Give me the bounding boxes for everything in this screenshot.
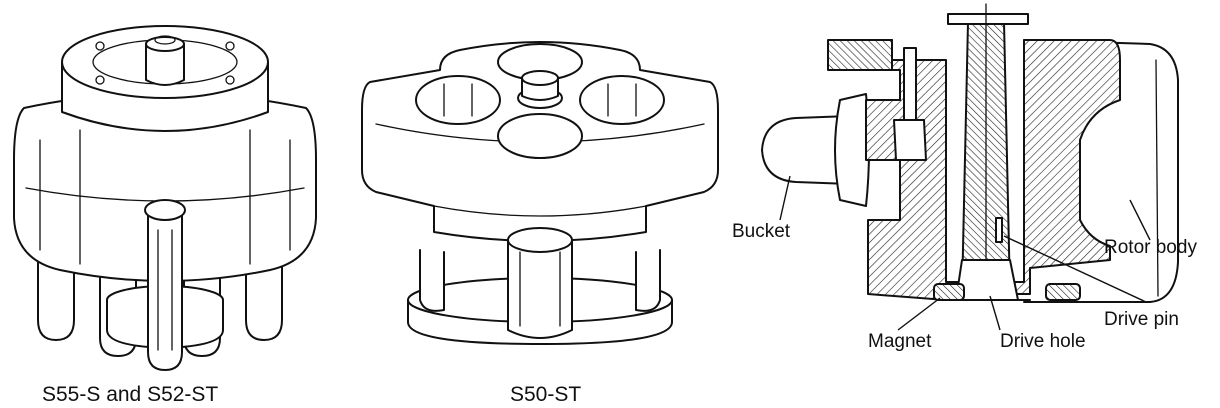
drive-pin-leader	[1003, 235, 1147, 303]
label-drive-hole: Drive hole	[1000, 331, 1086, 352]
caption-s55-s-and-s52-st: S55-S and S52-ST	[42, 383, 218, 406]
rotor-s50-st-drawing	[361, 41, 719, 345]
label-rotor-body: Rotor body	[1104, 237, 1197, 258]
magnet-leader	[897, 297, 941, 331]
label-bucket: Bucket	[732, 221, 791, 242]
bucket-leader	[779, 175, 791, 221]
label-drive-pin: Drive pin	[1104, 309, 1179, 330]
rotor-cross-section	[761, 3, 1179, 303]
drive-hole-leader	[989, 295, 1001, 331]
caption-s50-st: S50-ST	[510, 383, 581, 406]
rotor-s55-s-drawing	[13, 25, 317, 371]
rotor-body-leader	[1129, 199, 1151, 241]
label-magnet: Magnet	[868, 331, 932, 352]
